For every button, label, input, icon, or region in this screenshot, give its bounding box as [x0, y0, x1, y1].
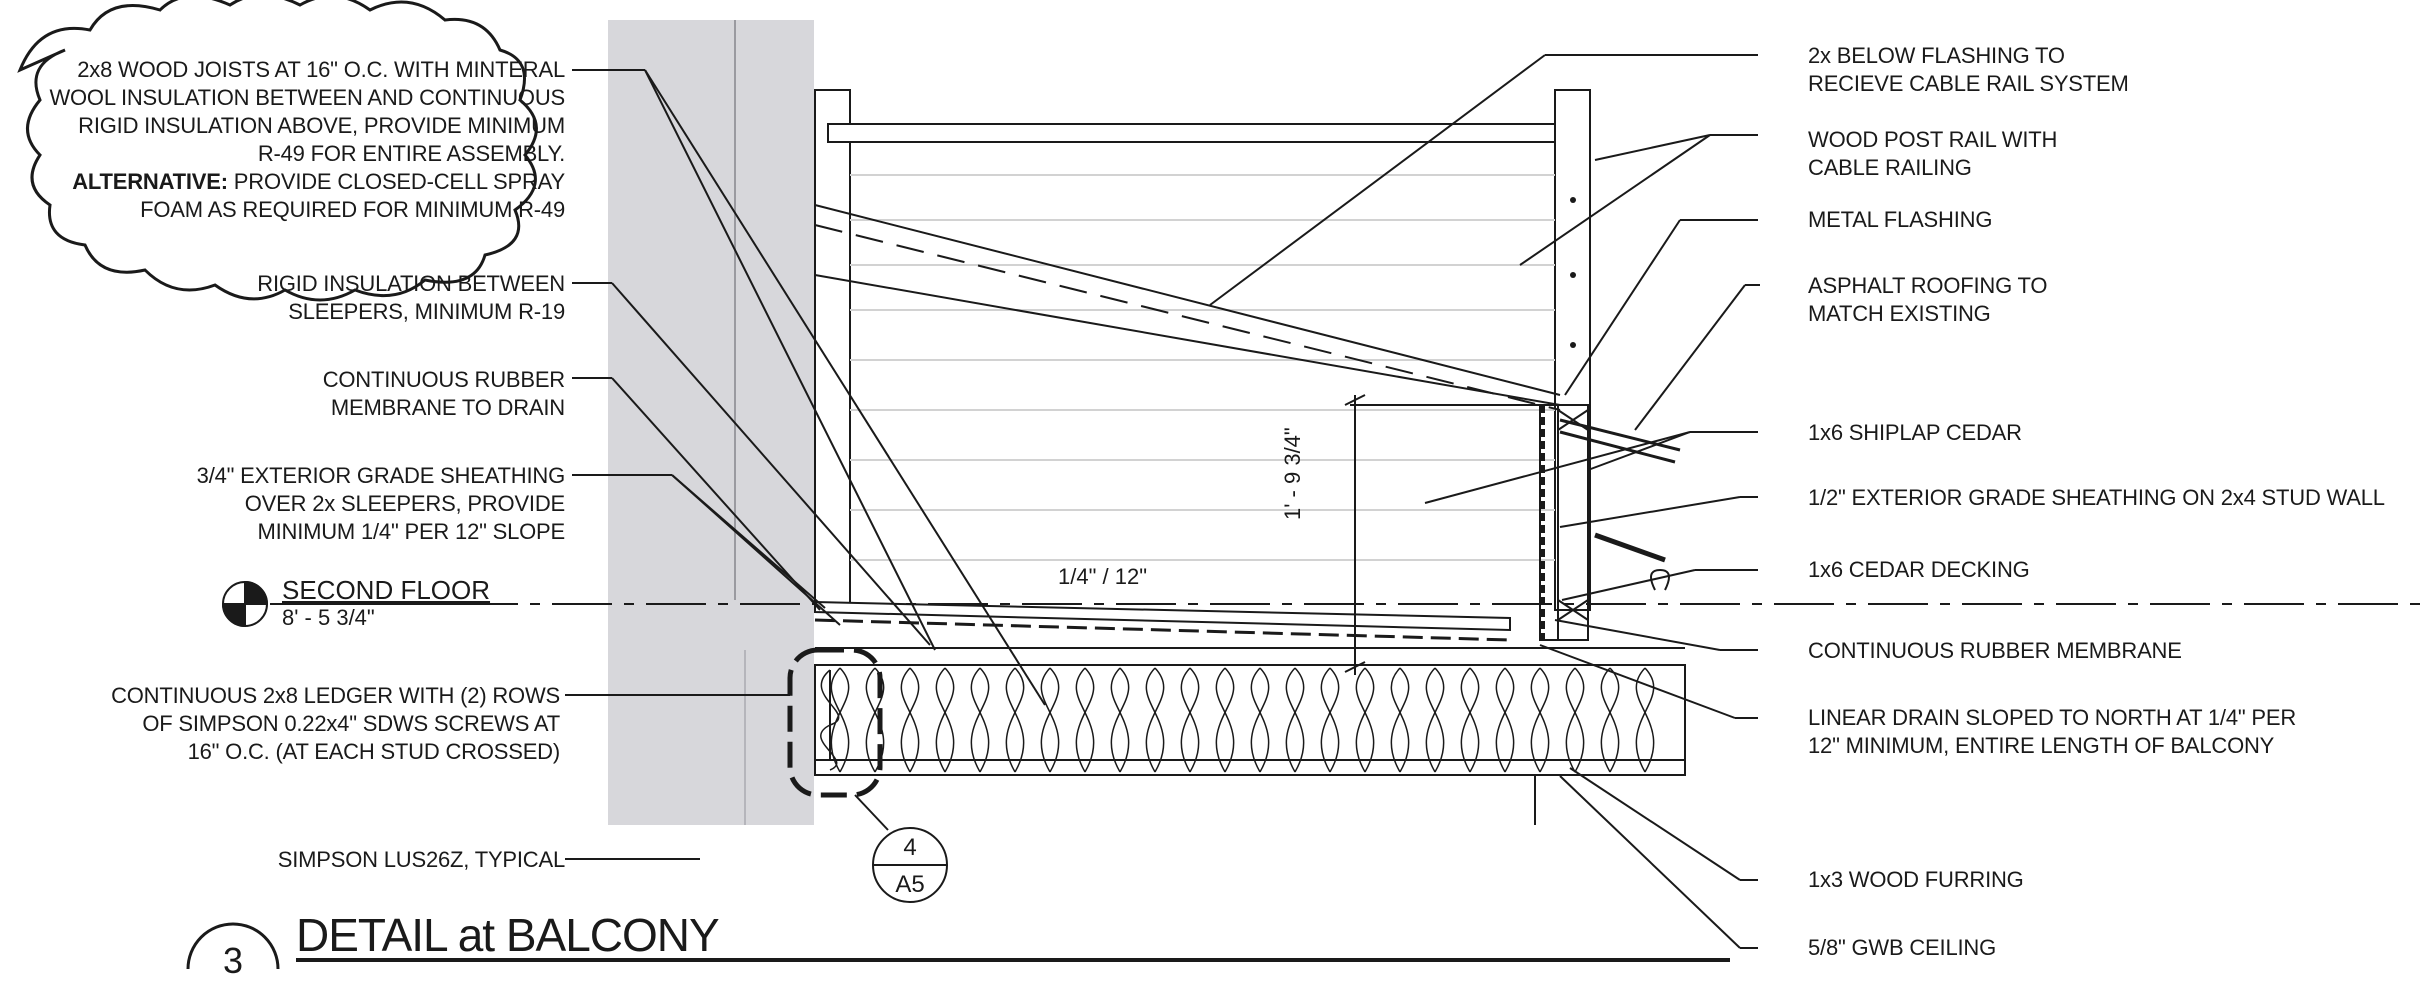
note-post-rail: WOOD POST RAIL WITH CABLE RAILING [1808, 126, 2057, 182]
note-flashing-2x: 2x BELOW FLASHING TO RECIEVE CABLE RAIL … [1808, 42, 2129, 98]
note-line: ASPHALT ROOFING TO [1808, 273, 2048, 298]
note-line: CONTINUOUS RUBBER [322, 367, 565, 392]
note-line: CABLE RAILING [1808, 155, 1972, 180]
note-line: SLEEPERS, MINIMUM R-19 [288, 299, 565, 324]
leaders-left [565, 69, 1046, 860]
alternative-label: ALTERNATIVE: [72, 169, 228, 194]
note-line: CONTINUOUS 2x8 LEDGER WITH (2) ROWS [111, 683, 560, 708]
note-sheathing: 3/4" EXTERIOR GRADE SHEATHING OVER 2x SL… [80, 462, 566, 546]
stud-wall [1350, 404, 1589, 641]
note-line: MINIMUM 1/4" PER 12" SLOPE [257, 519, 565, 544]
top-rail [827, 123, 1556, 143]
cloud-note-line: 2x8 WOOD JOISTS AT 16" O.C. WITH MINTERA… [77, 57, 565, 82]
note-simpson-hanger: SIMPSON LUS26Z, TYPICAL [150, 846, 565, 874]
cloud-note-alt-line: ALTERNATIVE: PROVIDE CLOSED-CELL SPRAY [10, 168, 565, 196]
detail-title: DETAIL at BALCONY [296, 909, 720, 961]
note-line: 1x6 SHIPLAP CEDAR [1808, 420, 2022, 445]
cloud-note-line: RIGID INSULATION ABOVE, PROVIDE MINIMUM [78, 113, 565, 138]
revision-cloud [17, 0, 538, 302]
leaders-right [1209, 54, 1760, 949]
note-line: 1x3 WOOD FURRING [1808, 867, 2024, 892]
dimension [1344, 394, 1520, 675]
note-line: CONTINUOUS RUBBER MEMBRANE [1808, 638, 2182, 663]
note-line: METAL FLASHING [1808, 207, 1993, 232]
note-line: RIGID INSULATION BETWEEN [257, 271, 565, 296]
section-reference-bubble [872, 827, 948, 903]
note-wood-furring: 1x3 WOOD FURRING [1808, 866, 2024, 894]
note-shiplap: 1x6 SHIPLAP CEDAR [1808, 419, 2022, 447]
note-line: 16" O.C. (AT EACH STUD CROSSED) [187, 739, 561, 764]
level-elevation: 8' - 5 3/4" [282, 605, 375, 630]
note-line: MEMBRANE TO DRAIN [330, 395, 565, 420]
note-line: 2x BELOW FLASHING TO [1808, 43, 2065, 68]
cloud-note-line: FOAM AS REQUIRED FOR MINIMUM R-49 [140, 197, 565, 222]
section-ref-sheet: A5 [895, 871, 925, 898]
note-rubber-membrane: CONTINUOUS RUBBER MEMBRANE TO DRAIN [150, 366, 565, 422]
note-stud-wall-sheathing: 1/2" EXTERIOR GRADE SHEATHING ON 2x4 STU… [1808, 484, 2385, 512]
section-ref-number: 4 [903, 834, 917, 861]
joist-insulation [814, 664, 1686, 776]
dimension-label: 1' - 9 3/4" [1280, 427, 1305, 520]
note-continuous-membrane: CONTINUOUS RUBBER MEMBRANE [1808, 637, 2182, 665]
detail-number: 3 [222, 940, 244, 981]
level-line [221, 580, 2420, 628]
alternative-text: PROVIDE CLOSED-CELL SPRAY [227, 169, 565, 194]
note-line: 12" MINIMUM, ENTIRE LENGTH OF BALCONY [1808, 733, 2275, 758]
note-line: 5/8" GWB CEILING [1808, 935, 1996, 960]
cloud-note-line: R-49 FOR ENTIRE ASSEMBLY. [257, 141, 565, 166]
note-line: LINEAR DRAIN SLOPED TO NORTH AT 1/4" PER [1808, 705, 2297, 730]
note-line: OF SIMPSON 0.22x4" SDWS SCREWS AT [142, 711, 560, 736]
note-linear-drain: LINEAR DRAIN SLOPED TO NORTH AT 1/4" PER… [1808, 704, 2296, 760]
level-name: SECOND FLOOR [282, 575, 491, 605]
note-line: OVER 2x SLEEPERS, PROVIDE [244, 491, 565, 516]
note-line: WOOD POST RAIL WITH [1808, 127, 2058, 152]
note-line: MATCH EXISTING [1808, 301, 1991, 326]
note-gwb-ceiling: 5/8" GWB CEILING [1808, 934, 1996, 962]
note-line: SIMPSON LUS26Z, TYPICAL [277, 847, 565, 872]
note-line: 1/2" EXTERIOR GRADE SHEATHING ON 2x4 STU… [1808, 485, 2385, 510]
ledger-callout [787, 647, 883, 798]
note-line: RECIEVE CABLE RAIL SYSTEM [1808, 71, 2129, 96]
cable-railing [850, 174, 1555, 561]
ceiling [815, 759, 1685, 825]
railing-posts [814, 89, 1591, 611]
note-metal-flashing: METAL FLASHING [1808, 206, 1992, 234]
note-ledger: CONTINUOUS 2x8 LEDGER WITH (2) ROWS OF S… [40, 682, 560, 766]
note-rigid-insulation: RIGID INSULATION BETWEEN SLEEPERS, MINIM… [150, 270, 565, 326]
slope-label: 1/4" / 12" [1058, 564, 1148, 589]
detail-number-bubble [186, 922, 280, 969]
note-line: 1x6 CEDAR DECKING [1808, 557, 2030, 582]
sloped-roof [814, 204, 1681, 563]
cloud-note-line: WOOL INSULATION BETWEEN AND CONTINUOUS [49, 85, 565, 110]
note-cedar-decking: 1x6 CEDAR DECKING [1808, 556, 2030, 584]
existing-wall [608, 20, 814, 825]
note-asphalt-roofing: ASPHALT ROOFING TO MATCH EXISTING [1808, 272, 2047, 328]
batt-loops [830, 667, 1655, 773]
note-line: 3/4" EXTERIOR GRADE SHEATHING [196, 463, 566, 488]
cloud-note: 2x8 WOOD JOISTS AT 16" O.C. WITH MINTERA… [10, 56, 565, 224]
